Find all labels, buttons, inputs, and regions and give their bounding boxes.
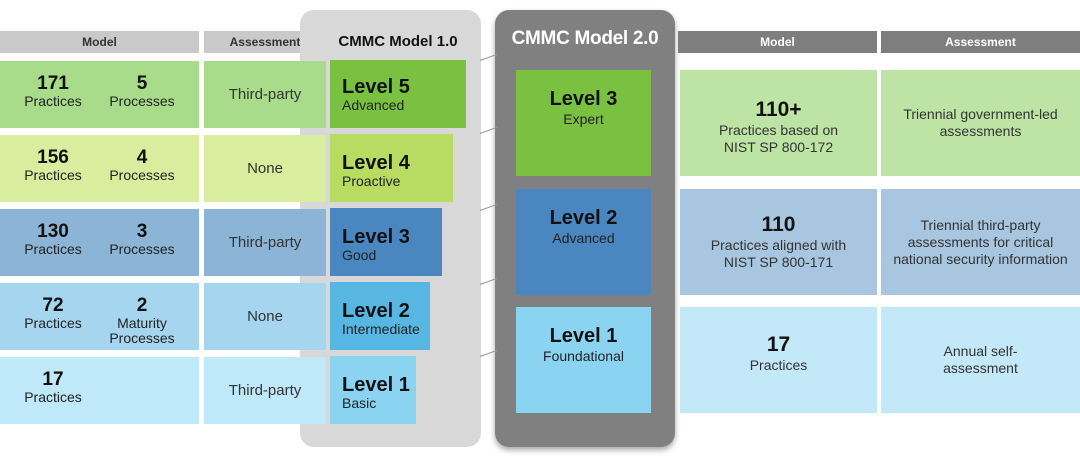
right-practices-desc: Practices aligned with NIST SP 800-171 [710,237,847,270]
v1-level-name: Level 4 [342,152,410,174]
v1-processes-label: Processes [109,93,175,109]
v1-level-desc: Good [342,247,377,263]
cmmc-v2-title: CMMC Model 2.0 [511,28,659,49]
v1-row-level1-assessment: Third-party [204,357,326,424]
v1-practices-count: 156 [37,147,69,168]
v1-level1-box: Level 1 Basic [330,356,416,424]
v1-practices-label: Practices [24,241,82,257]
left-model-header: Model [0,31,199,53]
v2-level-desc: Expert [563,111,604,127]
v1-row-level2-model: 72 Practices 2 Maturity Processes [0,283,199,350]
v1-level-name: Level 5 [342,76,410,98]
v2-level-name: Level 2 [549,207,618,229]
right-practices-desc: Practices [749,357,808,373]
v1-processes-label: Processes [109,167,175,183]
v1-practices-count: 17 [42,369,64,390]
v1-row-level4-assessment: None [204,135,326,202]
v1-processes-count: 2 [136,295,148,316]
v1-practices-count: 130 [37,221,69,242]
right-practices-count: 110 [761,213,796,236]
v2-level-desc: Foundational [543,348,624,364]
v2-level-name: Level 3 [549,88,618,110]
right-row-level3-model: 110+ Practices based on NIST SP 800-172 [680,70,877,176]
v1-processes-count: 4 [136,147,148,168]
v1-processes-label: Processes [109,241,175,257]
v1-processes-count: 5 [136,73,148,94]
right-practices-count: 17 [766,333,791,356]
v1-processes-count: 3 [136,221,148,242]
v2-level2-box: Level 2 Advanced [516,189,651,295]
v1-level3-box: Level 3 Good [330,208,442,276]
v1-row-level5-model: 171 Practices 5 Processes [0,61,199,128]
right-practices-desc: Practices based on NIST SP 800-172 [718,122,839,155]
left-assessment-header: Assessment [204,31,326,53]
v1-row-level2-assessment: None [204,283,326,350]
v1-level2-box: Level 2 Intermediate [330,282,430,350]
v1-practices-label: Practices [24,315,82,331]
v1-level-desc: Intermediate [342,321,420,337]
v2-level-desc: Advanced [552,230,615,246]
v1-row-level3-model: 130 Practices 3 Processes [0,209,199,276]
v1-row-level1-model: 17 Practices [0,357,199,424]
right-row-level1-model: 17 Practices [680,307,877,413]
v1-level4-box: Level 4 Proactive [330,134,453,202]
v1-row-level4-model: 156 Practices 4 Processes [0,135,199,202]
right-row-level3-assessment: Triennial government-led assessments [881,70,1080,176]
v1-level-name: Level 1 [342,374,410,396]
v1-practices-count: 72 [42,295,64,316]
right-row-level1-assessment: Annual self-assessment [881,307,1080,413]
v1-level-desc: Advanced [342,97,405,113]
v1-practices-label: Practices [24,389,82,405]
v1-processes-label: Maturity Processes [109,315,175,346]
v2-level-name: Level 1 [549,325,618,347]
v1-practices-label: Practices [24,167,82,183]
v2-level3-box: Level 3 Expert [516,70,651,176]
right-row-level2-assessment: Triennial third-party assessments for cr… [881,189,1080,295]
right-model-header: Model [678,31,877,53]
v1-row-level3-assessment: Third-party [204,209,326,276]
right-row-level2-model: 110 Practices aligned with NIST SP 800-1… [680,189,877,295]
right-assessment-header: Assessment [881,31,1080,53]
v1-level5-box: Level 5 Advanced [330,60,466,128]
v1-level-desc: Proactive [342,173,401,189]
right-practices-count: 110+ [755,98,802,121]
v1-level-name: Level 2 [342,300,410,322]
cmmc-v1-title: CMMC Model 1.0 [338,32,458,50]
v2-level1-box: Level 1 Foundational [516,307,651,413]
v1-practices-label: Practices [24,93,82,109]
v1-level-desc: Basic [342,395,377,411]
v1-row-level5-assessment: Third-party [204,61,326,128]
v1-level-name: Level 3 [342,226,410,248]
v1-practices-count: 171 [37,73,69,94]
